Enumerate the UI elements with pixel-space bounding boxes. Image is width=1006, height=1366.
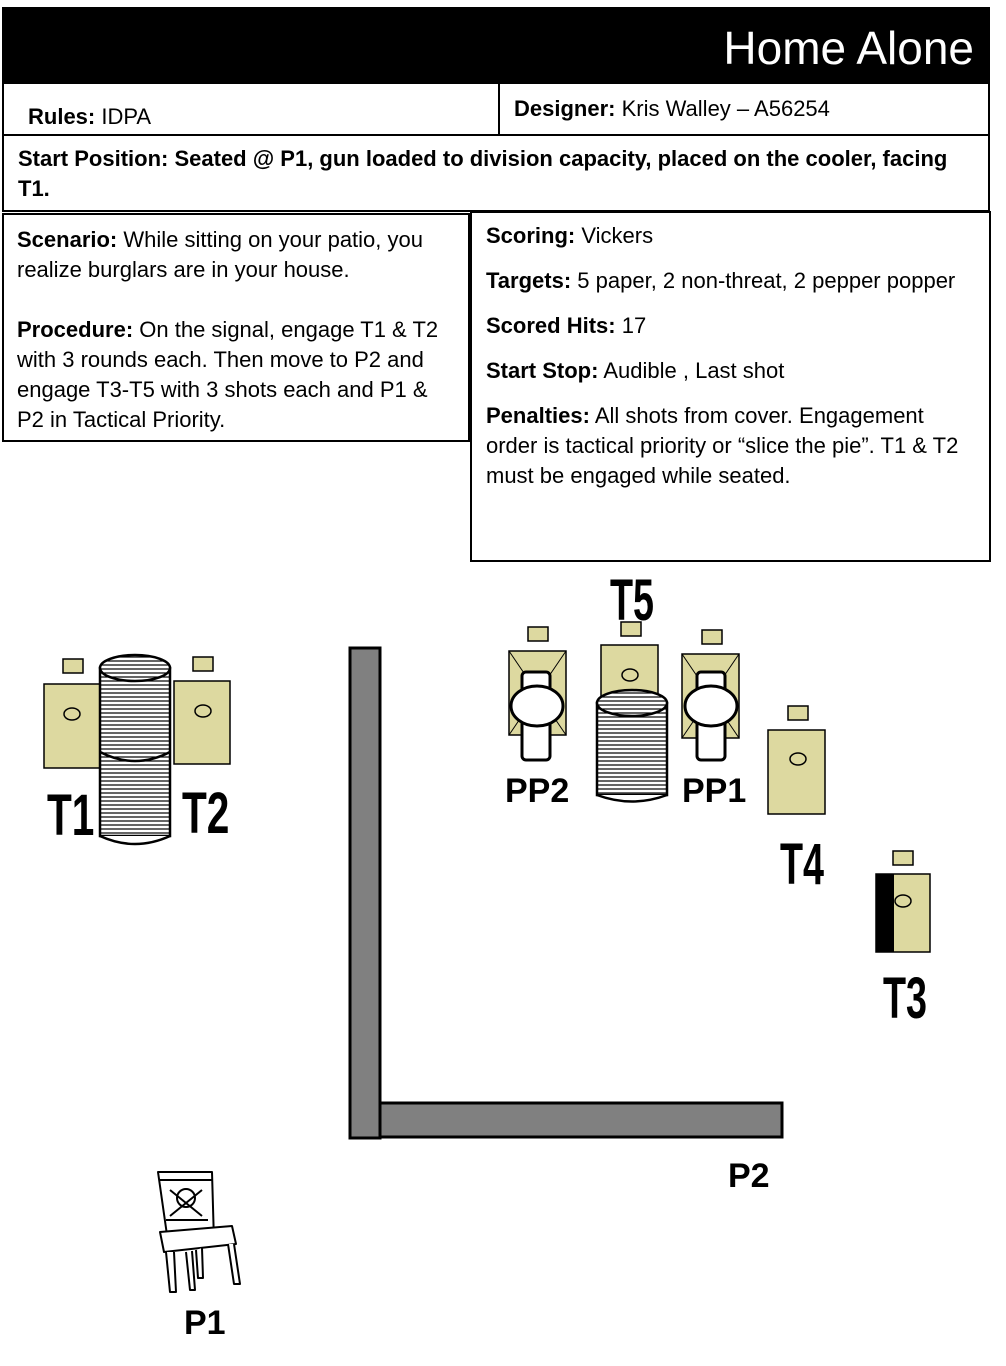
targets-label: Targets: (486, 268, 572, 293)
stage-diagram: T1 T2 T5 PP2 PP1 T4 (43, 569, 931, 1342)
scored-hits-line: Scored Hits: 17 (486, 311, 976, 341)
start-stop-value: Audible , Last shot (603, 358, 785, 383)
label-p1: P1 (184, 1304, 226, 1342)
pepper-popper-pp1 (681, 629, 740, 762)
label-pp2: PP2 (505, 772, 569, 810)
designer-label: Designer: (514, 96, 616, 121)
chair-icon (157, 1171, 241, 1293)
penalties-value: All shots from cover. Engagement order i… (486, 403, 959, 488)
target-t2 (173, 656, 231, 765)
start-position-value: Seated @ P1, gun loaded to division capa… (18, 146, 948, 201)
scenario-panel: Scenario: While sitting on your patio, y… (2, 213, 470, 442)
targets-line: Targets: 5 paper, 2 non-threat, 2 pepper… (486, 266, 976, 296)
scored-hits-value: 17 (621, 313, 647, 338)
start-position-cell: Start Position: Seated @ P1, gun loaded … (2, 134, 990, 212)
pepper-popper-pp2 (508, 626, 567, 762)
designer-cell: Designer: Kris Walley – A56254 (498, 82, 990, 136)
label-t2: T2 (182, 781, 229, 846)
rules-label: Rules: (28, 104, 96, 129)
designer-value: Kris Walley – A56254 (621, 96, 830, 121)
scenario-value: While sitting on your patio, you realize… (17, 227, 423, 282)
scoring-value: Vickers (581, 223, 654, 248)
targets-value: 5 paper, 2 non-threat, 2 pepper popper (577, 268, 956, 293)
procedure-value: On the signal, engage T1 & T2 with 3 rou… (17, 317, 439, 432)
label-t3: T3 (883, 967, 927, 1031)
label-p2: P2 (728, 1157, 770, 1195)
label-pp1: PP1 (682, 772, 746, 810)
stage-details-panel: Scoring: Vickers Targets: 5 paper, 2 non… (470, 211, 991, 562)
stage-title: Home Alone (723, 22, 974, 74)
start-position-label: Start Position: (18, 146, 169, 171)
title-bar: Home Alone (2, 7, 990, 83)
procedure-label: Procedure: (17, 317, 134, 342)
scoring-line: Scoring: Vickers (486, 221, 976, 251)
rules-value: IDPA (101, 104, 152, 129)
scenario-label: Scenario: (17, 227, 118, 252)
wall (348, 646, 784, 1140)
barrel-icon (595, 688, 669, 803)
scoring-label: Scoring: (486, 223, 576, 248)
label-t4: T4 (780, 833, 824, 897)
target-t4 (767, 705, 826, 815)
start-stop-line: Start Stop: Audible , Last shot (486, 356, 976, 386)
label-t1: T1 (47, 783, 94, 848)
scored-hits-label: Scored Hits: (486, 313, 616, 338)
target-t3 (875, 850, 931, 953)
scenario-paragraph: Scenario: While sitting on your patio, y… (17, 225, 457, 285)
penalties-label: Penalties: (486, 403, 590, 428)
start-stop-label: Start Stop: (486, 358, 599, 383)
penalties-line: Penalties: All shots from cover. Engagem… (486, 401, 976, 491)
label-t5: T5 (610, 569, 654, 633)
procedure-paragraph: Procedure: On the signal, engage T1 & T2… (17, 315, 457, 435)
barrel-icon (98, 653, 172, 846)
target-t1 (43, 658, 103, 769)
rules-cell: Rules: IDPA (2, 82, 500, 136)
